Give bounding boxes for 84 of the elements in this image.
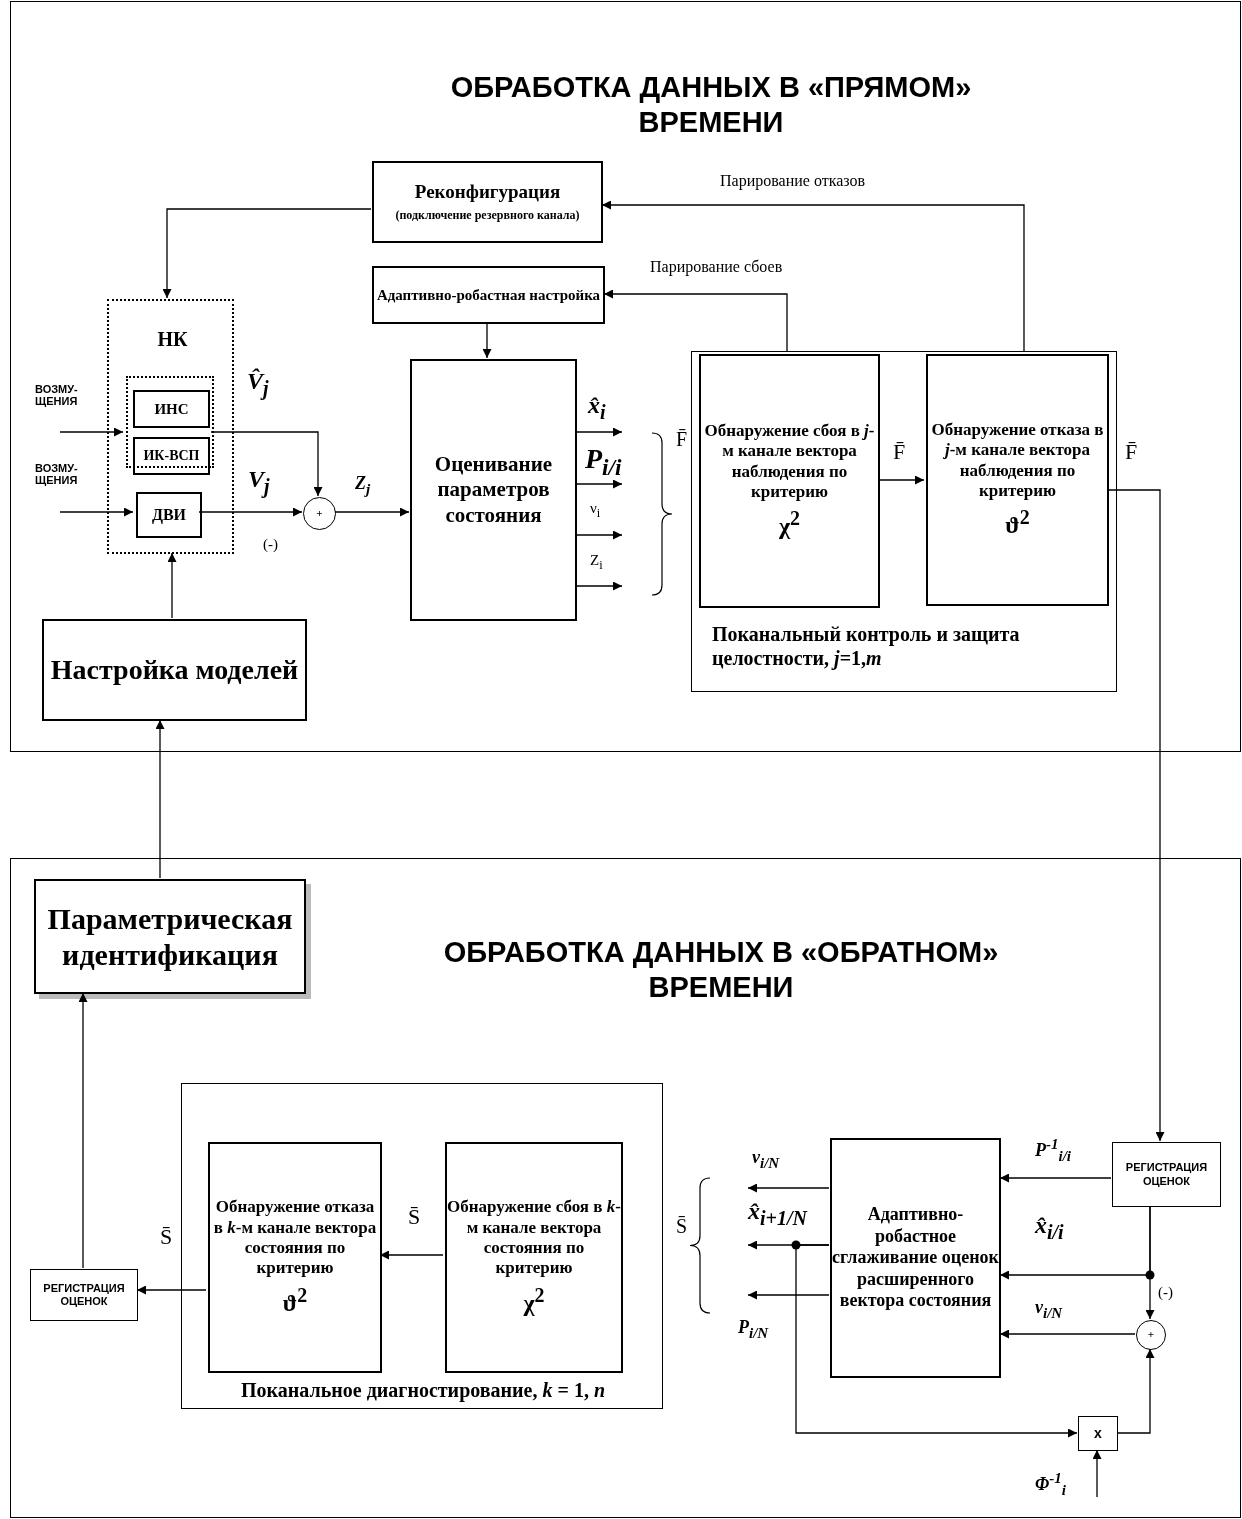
arrow (59, 507, 134, 517)
arrow (575, 427, 623, 437)
note-label: S̄ (676, 1215, 688, 1238)
process-box (30, 1269, 138, 1321)
process-box (830, 1138, 1001, 1378)
arrow (1145, 1205, 1155, 1320)
arrow (999, 1329, 1136, 1339)
box-label: Обнаружение сбоя в k-м канале вектора состояния по критерию (447, 1197, 621, 1279)
edge-label: (-) (1158, 1284, 1173, 1301)
edge-label: Парирование сбоев (650, 258, 783, 276)
process-box (926, 354, 1109, 606)
multiplier-box (1078, 1416, 1118, 1451)
process-box (372, 266, 605, 324)
note-label: F̄ (676, 428, 688, 451)
process-box (136, 492, 202, 538)
box-label: ДВИ (151, 505, 187, 525)
arrow (162, 208, 372, 299)
arrow (877, 475, 925, 485)
process-box (133, 437, 210, 475)
group-title: НК (156, 327, 189, 351)
process-box (133, 390, 210, 428)
criterion-symbol: ϑ$^{2}$ (282, 1282, 308, 1318)
arrow (747, 1290, 830, 1300)
arrow (575, 530, 623, 540)
box-label: + (1147, 1328, 1155, 1342)
panel (10, 1, 1241, 752)
arrow (575, 581, 623, 591)
group-title: ОБРАБОТКА ДАННЫХ В «ПРЯМОМ» ВРЕМЕНИ (449, 70, 973, 140)
box-label: Настройка моделей (50, 653, 299, 687)
box-label: Реконфигурация (414, 181, 561, 205)
note-label: (-) (263, 536, 278, 553)
box-label: Оценивание параметров состояния (433, 452, 554, 528)
arrow (334, 507, 410, 517)
process-box (445, 1142, 623, 1373)
group-title: Поканальный контроль и защита целостности, j=1,m (712, 622, 1021, 670)
arrow (59, 427, 124, 437)
arrow (136, 1285, 207, 1295)
dotted-group-box (107, 299, 234, 554)
box-label: ИК-ВСП (143, 447, 200, 465)
box-label: + (316, 506, 323, 521)
box-label: Адаптивно-робастное сглаживание оценок расширенного вектора состояния (832, 1204, 999, 1312)
arrow (1116, 1348, 1155, 1434)
process-box (410, 359, 577, 621)
group-title: ОБРАБОТКА ДАННЫХ В «ОБРАТНОМ» ВРЕМЕНИ (442, 935, 1000, 1005)
box-label: x (1094, 1425, 1102, 1442)
box-label: Обнаружение отказа в j-м канале вектора наблюдения по критерию (930, 419, 1105, 502)
box-label: ИНС (154, 400, 189, 418)
criterion-symbol: χ$^{2}$ (778, 506, 801, 542)
panel (10, 858, 1241, 1518)
criterion-symbol: ϑ$^{2}$ (1005, 505, 1030, 541)
box-label: Адаптивно-робастная настройка (376, 286, 601, 304)
process-box (208, 1142, 382, 1373)
arrow (1106, 489, 1165, 1142)
arrow (482, 322, 492, 359)
group-panel (181, 1083, 663, 1409)
edge-label: Z$_{j}$ (355, 474, 371, 498)
edge-label: Парирование отказов (720, 172, 866, 190)
arrow (155, 719, 165, 879)
edge-label: V̂$_{j}$ (247, 368, 269, 399)
arrow (575, 479, 623, 489)
arrow (1092, 1449, 1102, 1498)
group-title: Поканальное диагностирование, k = 1, n (240, 1378, 606, 1402)
box-label: Параметрическая идентификация (46, 900, 294, 973)
arrow (78, 992, 88, 1269)
arrow (999, 1173, 1112, 1183)
arrow (603, 289, 788, 353)
box-label: РЕГИСТРАЦИЯ ОЦЕНОК (42, 1281, 126, 1309)
arrow (198, 507, 303, 517)
box-label: Обнаружение сбоя в j-м канале вектора наблюдения по критерию (703, 420, 876, 503)
arrow (167, 552, 177, 619)
arrow (747, 1240, 830, 1250)
criterion-symbol: χ$^{2}$ (523, 1282, 545, 1318)
arrow (601, 200, 1025, 353)
process-box (42, 619, 307, 721)
box-note: (подключение резервного канала) (395, 208, 580, 223)
process-box (699, 354, 880, 608)
group-panel (691, 351, 1117, 692)
process-box (1112, 1142, 1221, 1207)
arrow (747, 1183, 830, 1193)
arrow (379, 1250, 444, 1260)
arrow (210, 431, 323, 497)
box-label: Обнаружение отказа в k-м канале вектора состояния по критерию (212, 1197, 378, 1279)
box-label: РЕГИСТРАЦИЯ ОЦЕНОК (1124, 1161, 1209, 1188)
process-box (372, 161, 603, 243)
